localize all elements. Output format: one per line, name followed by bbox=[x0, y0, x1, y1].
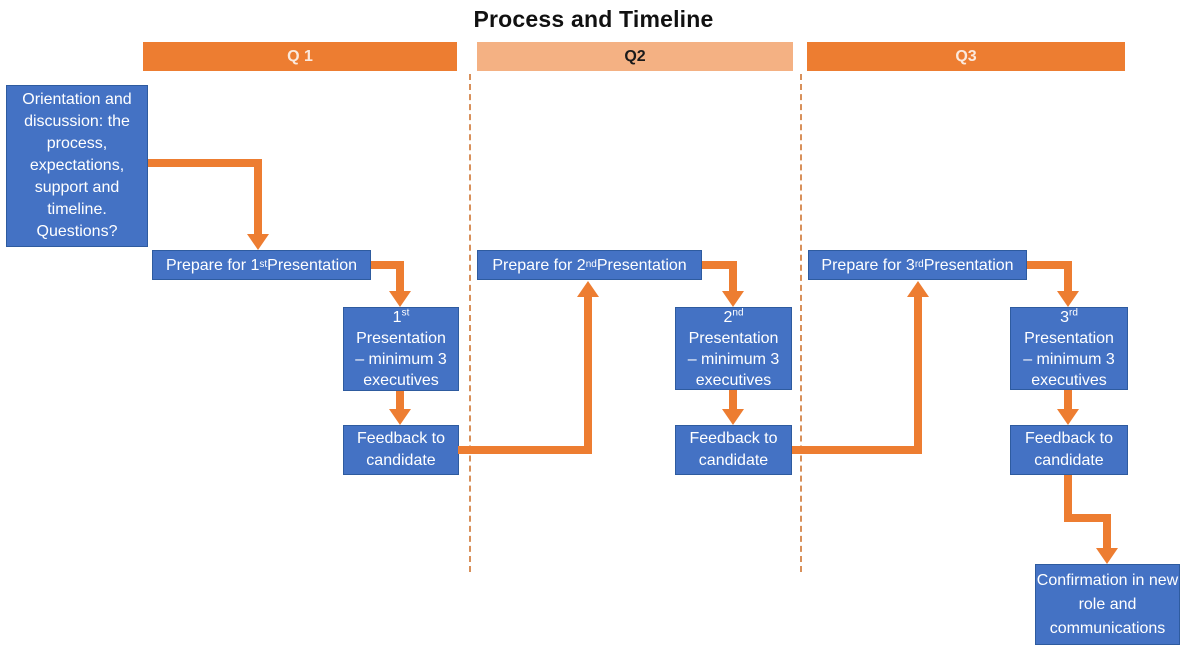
box-orientation: Orientation and discussion: the process,… bbox=[6, 85, 148, 247]
box-feedback-q1: Feedback to candidate bbox=[343, 425, 459, 475]
arrowhead-down-icon bbox=[722, 409, 744, 425]
prepare3-text-post: Presentation bbox=[923, 256, 1014, 274]
presentation3-ordinal-number: 3 bbox=[1060, 308, 1069, 326]
presentation3-line: – minimum 3 bbox=[1023, 350, 1115, 368]
arrow-segment bbox=[148, 159, 262, 167]
arrow-segment bbox=[1027, 261, 1072, 269]
arrowhead-down-icon bbox=[389, 291, 411, 307]
presentation3-line: executives bbox=[1031, 371, 1107, 389]
presentation3-line: Presentation bbox=[1024, 329, 1114, 347]
arrow-segment bbox=[1103, 514, 1111, 548]
arrowhead-down-icon bbox=[1096, 548, 1118, 564]
quarter-separator-2 bbox=[800, 74, 802, 572]
arrowhead-up-icon bbox=[577, 281, 599, 297]
arrowhead-up-icon bbox=[907, 281, 929, 297]
arrowhead-down-icon bbox=[722, 291, 744, 307]
quarter-bar-q3: Q3 bbox=[807, 42, 1125, 71]
prepare2-text-post: Presentation bbox=[596, 256, 687, 274]
arrow-segment bbox=[371, 261, 404, 269]
quarter-separator-1 bbox=[469, 74, 471, 572]
box-2nd-presentation: 2nd Presentation – minimum 3 executives bbox=[675, 307, 792, 390]
presentation1-ordinal-number: 1 bbox=[392, 309, 402, 326]
feedback2-text: Feedback to candidate bbox=[689, 430, 778, 469]
presentation1-line: executives bbox=[363, 372, 439, 389]
box-orientation-text: Orientation and discussion: the process,… bbox=[22, 91, 132, 240]
prepare1-text: Prepare for 1 bbox=[165, 256, 260, 274]
arrow-segment bbox=[914, 296, 922, 454]
box-1st-presentation: 1st Presentation – minimum 3 executives bbox=[343, 307, 459, 391]
presentation1-line: Presentation bbox=[356, 330, 446, 347]
arrowhead-down-icon bbox=[389, 409, 411, 425]
arrow-segment bbox=[1064, 261, 1072, 291]
arrow-segment bbox=[254, 159, 262, 235]
box-3rd-presentation: 3rd Presentation – minimum 3 executives bbox=[1010, 307, 1128, 390]
presentation2-ordinal-number: 2 bbox=[723, 308, 733, 326]
presentation2-ordinal: 2nd bbox=[676, 307, 791, 328]
presentation2-ordinal-suffix: nd bbox=[732, 307, 744, 319]
arrow-segment bbox=[1064, 514, 1111, 522]
arrow-segment bbox=[729, 261, 737, 291]
prepare2-text: Prepare for 2 bbox=[492, 256, 586, 274]
arrowhead-down-icon bbox=[1057, 409, 1079, 425]
feedback1-text: Feedback to candidate bbox=[356, 430, 446, 469]
prepare1-text-post: Presentation bbox=[267, 256, 357, 274]
quarter-bar-q2: Q2 bbox=[477, 42, 793, 71]
arrow-segment bbox=[1064, 390, 1072, 409]
box-feedback-q2: Feedback to candidate bbox=[675, 425, 792, 475]
quarter-bar-q1: Q 1 bbox=[143, 42, 457, 71]
presentation1-line: – minimum 3 bbox=[355, 351, 447, 368]
arrow-segment bbox=[1064, 475, 1072, 522]
feedback3-text: Feedback to candidate bbox=[1024, 430, 1114, 469]
arrow-segment bbox=[458, 446, 592, 454]
quarter-label-q3: Q3 bbox=[955, 47, 977, 65]
presentation2-line: executives bbox=[695, 371, 772, 389]
presentation3-ordinal-suffix: rd bbox=[1069, 307, 1078, 319]
arrow-segment bbox=[729, 390, 737, 409]
page-title: Process and Timeline bbox=[473, 6, 714, 32]
arrow-segment bbox=[792, 446, 922, 454]
arrow-segment bbox=[396, 391, 404, 409]
presentation1-ordinal: 1st bbox=[344, 307, 458, 328]
arrowhead-down-icon bbox=[1057, 291, 1079, 307]
arrow-segment bbox=[702, 261, 737, 269]
arrow-segment bbox=[396, 261, 404, 291]
box-feedback-q3: Feedback to candidate bbox=[1010, 425, 1128, 475]
arrow-segment bbox=[584, 296, 592, 454]
quarter-label-q1: Q 1 bbox=[287, 47, 313, 65]
prepare3-text: Prepare for 3 bbox=[821, 256, 915, 274]
presentation3-ordinal: 3rd bbox=[1011, 307, 1127, 328]
quarter-label-q2: Q2 bbox=[624, 47, 646, 65]
presentation2-line: Presentation bbox=[688, 329, 779, 347]
presentation2-line: – minimum 3 bbox=[687, 350, 780, 368]
confirmation-text: Confirmation in new role and communicati… bbox=[1036, 571, 1179, 637]
presentation1-ordinal-suffix: st bbox=[401, 307, 410, 319]
arrowhead-down-icon bbox=[247, 234, 269, 250]
box-confirmation: Confirmation in new role and communicati… bbox=[1035, 564, 1180, 645]
